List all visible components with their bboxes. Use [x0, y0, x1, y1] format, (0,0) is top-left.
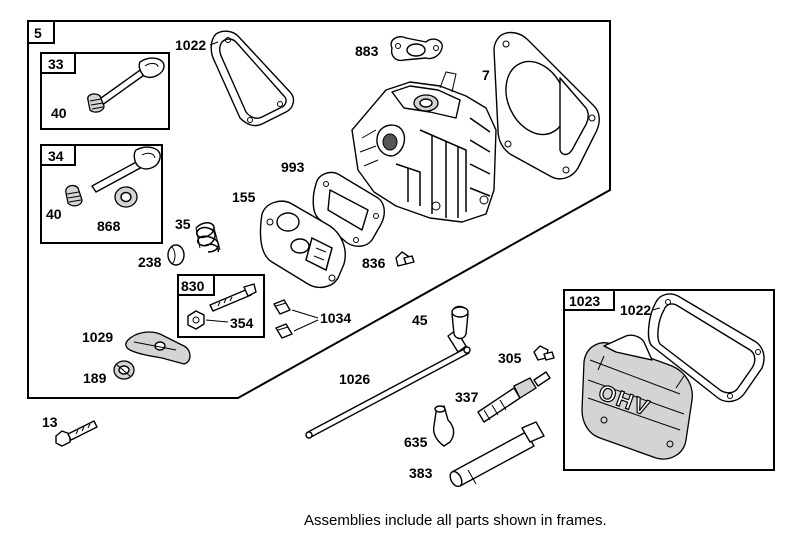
spark-tool-383: [449, 421, 545, 488]
callout-1029: 1029: [82, 329, 113, 345]
valve-spring-35: [195, 222, 221, 253]
frame-34-tag: [40, 144, 76, 166]
push-rod-1026: [305, 346, 471, 439]
frame-33-tag: [40, 52, 76, 74]
screw-836: [395, 251, 415, 267]
plug-boot-635: [432, 405, 455, 447]
spark-plug-337: [477, 371, 551, 423]
intake-gasket-883: [390, 36, 443, 62]
frame-34-label: 34: [48, 148, 64, 164]
valve-seal-40-top: [87, 93, 105, 113]
rocker-plate-155: [259, 200, 346, 289]
exhaust-valve: [91, 146, 161, 193]
callout-189: 189: [83, 370, 107, 386]
frame-5-tag: [27, 20, 55, 44]
frame-34-outline: [40, 144, 163, 244]
callout-1034: 1034: [320, 310, 351, 326]
head-gasket-7: [493, 31, 600, 180]
pivot-189: [113, 360, 135, 380]
frame-830-label: 830: [181, 278, 205, 294]
adjust-nut-354: [187, 310, 205, 330]
valve-retainer-868: [114, 186, 138, 208]
callout-993: 993: [281, 159, 305, 175]
screw-305: [533, 345, 555, 361]
callout-1022-right: 1022: [620, 302, 651, 318]
rocker-gasket-1022: [210, 30, 295, 127]
callout-354: 354: [230, 315, 254, 331]
callout-883: 883: [355, 43, 379, 59]
callout-635: 635: [404, 434, 428, 450]
callout-383: 383: [409, 465, 433, 481]
callout-868: 868: [97, 218, 121, 234]
footnote: Assemblies include all parts shown in fr…: [304, 512, 607, 529]
frame-33-outline: [40, 52, 170, 130]
callout-337: 337: [455, 389, 479, 405]
frame-830-tag: [177, 274, 215, 296]
callout-1026: 1026: [339, 371, 370, 387]
valve-cover: [581, 334, 693, 460]
frame-830-outline: [177, 274, 265, 338]
callout-13: 13: [42, 414, 58, 430]
bolt-13: [55, 420, 98, 447]
valve-cap-238: [167, 244, 185, 266]
callout-238: 238: [138, 254, 162, 270]
callout-40-bottom: 40: [46, 206, 62, 222]
cylinder-head: [351, 71, 497, 223]
callout-1022-top: 1022: [175, 37, 206, 53]
frame-5-label: 5: [34, 25, 42, 41]
callout-45: 45: [412, 312, 428, 328]
callout-155: 155: [232, 189, 256, 205]
rocker-stud: [209, 283, 257, 312]
guide-1034-lower: [275, 323, 293, 339]
frame-33-label: 33: [48, 56, 64, 72]
callout-836: 836: [362, 255, 386, 271]
frame-5-outline: [27, 20, 611, 399]
tappet-45: [447, 305, 469, 353]
frame-1023-tag: [563, 289, 615, 311]
intake-valve: [93, 57, 165, 109]
frame-1023-label: 1023: [569, 293, 600, 309]
cover-gasket-1022: [647, 293, 765, 403]
callout-7: 7: [482, 67, 490, 83]
callout-35: 35: [175, 216, 191, 232]
rocker-arm-1029: [125, 331, 191, 365]
valve-seal-40-bottom: [65, 184, 83, 207]
guide-1034-upper: [273, 299, 291, 315]
callout-40-top: 40: [51, 105, 67, 121]
frame-1023-outline: [563, 289, 775, 471]
callout-305: 305: [498, 350, 522, 366]
